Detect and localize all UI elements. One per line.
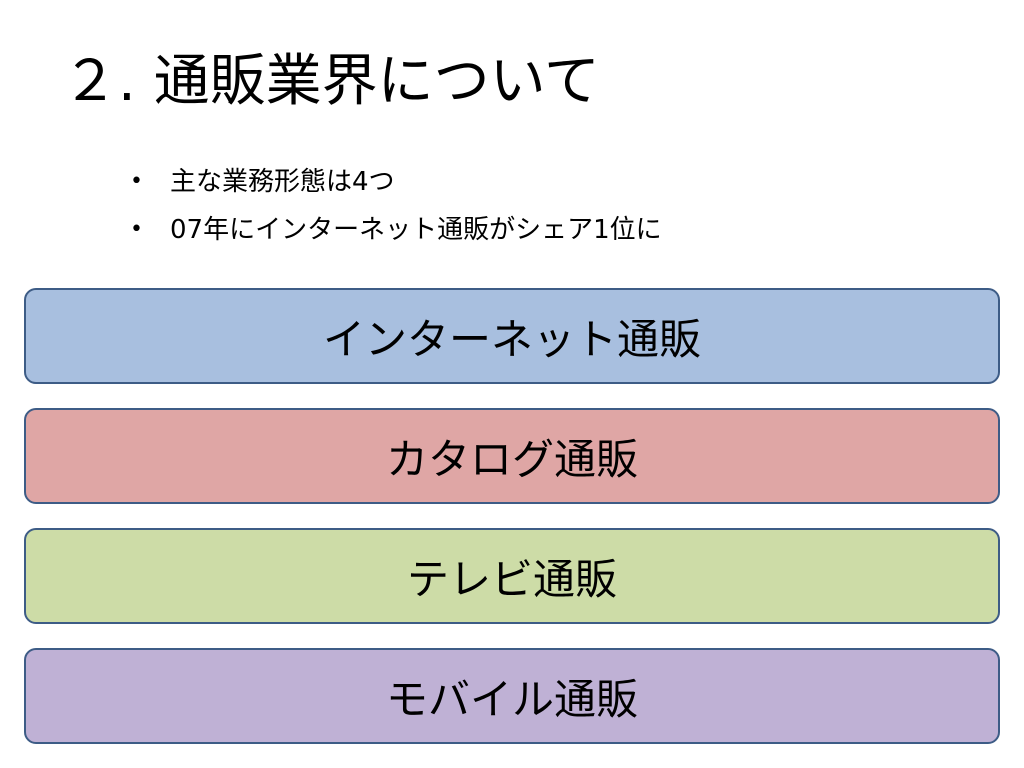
- category-label: テレビ通販: [406, 554, 617, 604]
- category-box-internet: インターネット通販: [24, 288, 1000, 384]
- slide-title: ２. 通販業界について: [62, 49, 600, 114]
- category-box-catalog: カタログ通販: [24, 408, 1000, 504]
- category-box-tv: テレビ通販: [24, 528, 1000, 624]
- bullet-dot-icon: •: [130, 169, 143, 194]
- bullet-item-internet-share: • 07年にインターネット通販がシェア1位に: [128, 206, 662, 254]
- bullet-item-business-forms: • 主な業務形態は4つ: [128, 158, 662, 206]
- bullet-text: 主な業務形態は4つ: [170, 167, 395, 197]
- category-label: モバイル通販: [385, 674, 638, 724]
- bullet-list: • 主な業務形態は4つ • 07年にインターネット通販がシェア1位に: [128, 158, 662, 254]
- category-label: カタログ通販: [385, 434, 638, 484]
- category-label: インターネット通販: [322, 314, 701, 364]
- bullet-text: 07年にインターネット通販がシェア1位に: [170, 215, 662, 245]
- category-box-mobile: モバイル通販: [24, 648, 1000, 744]
- bullet-dot-icon: •: [130, 217, 143, 242]
